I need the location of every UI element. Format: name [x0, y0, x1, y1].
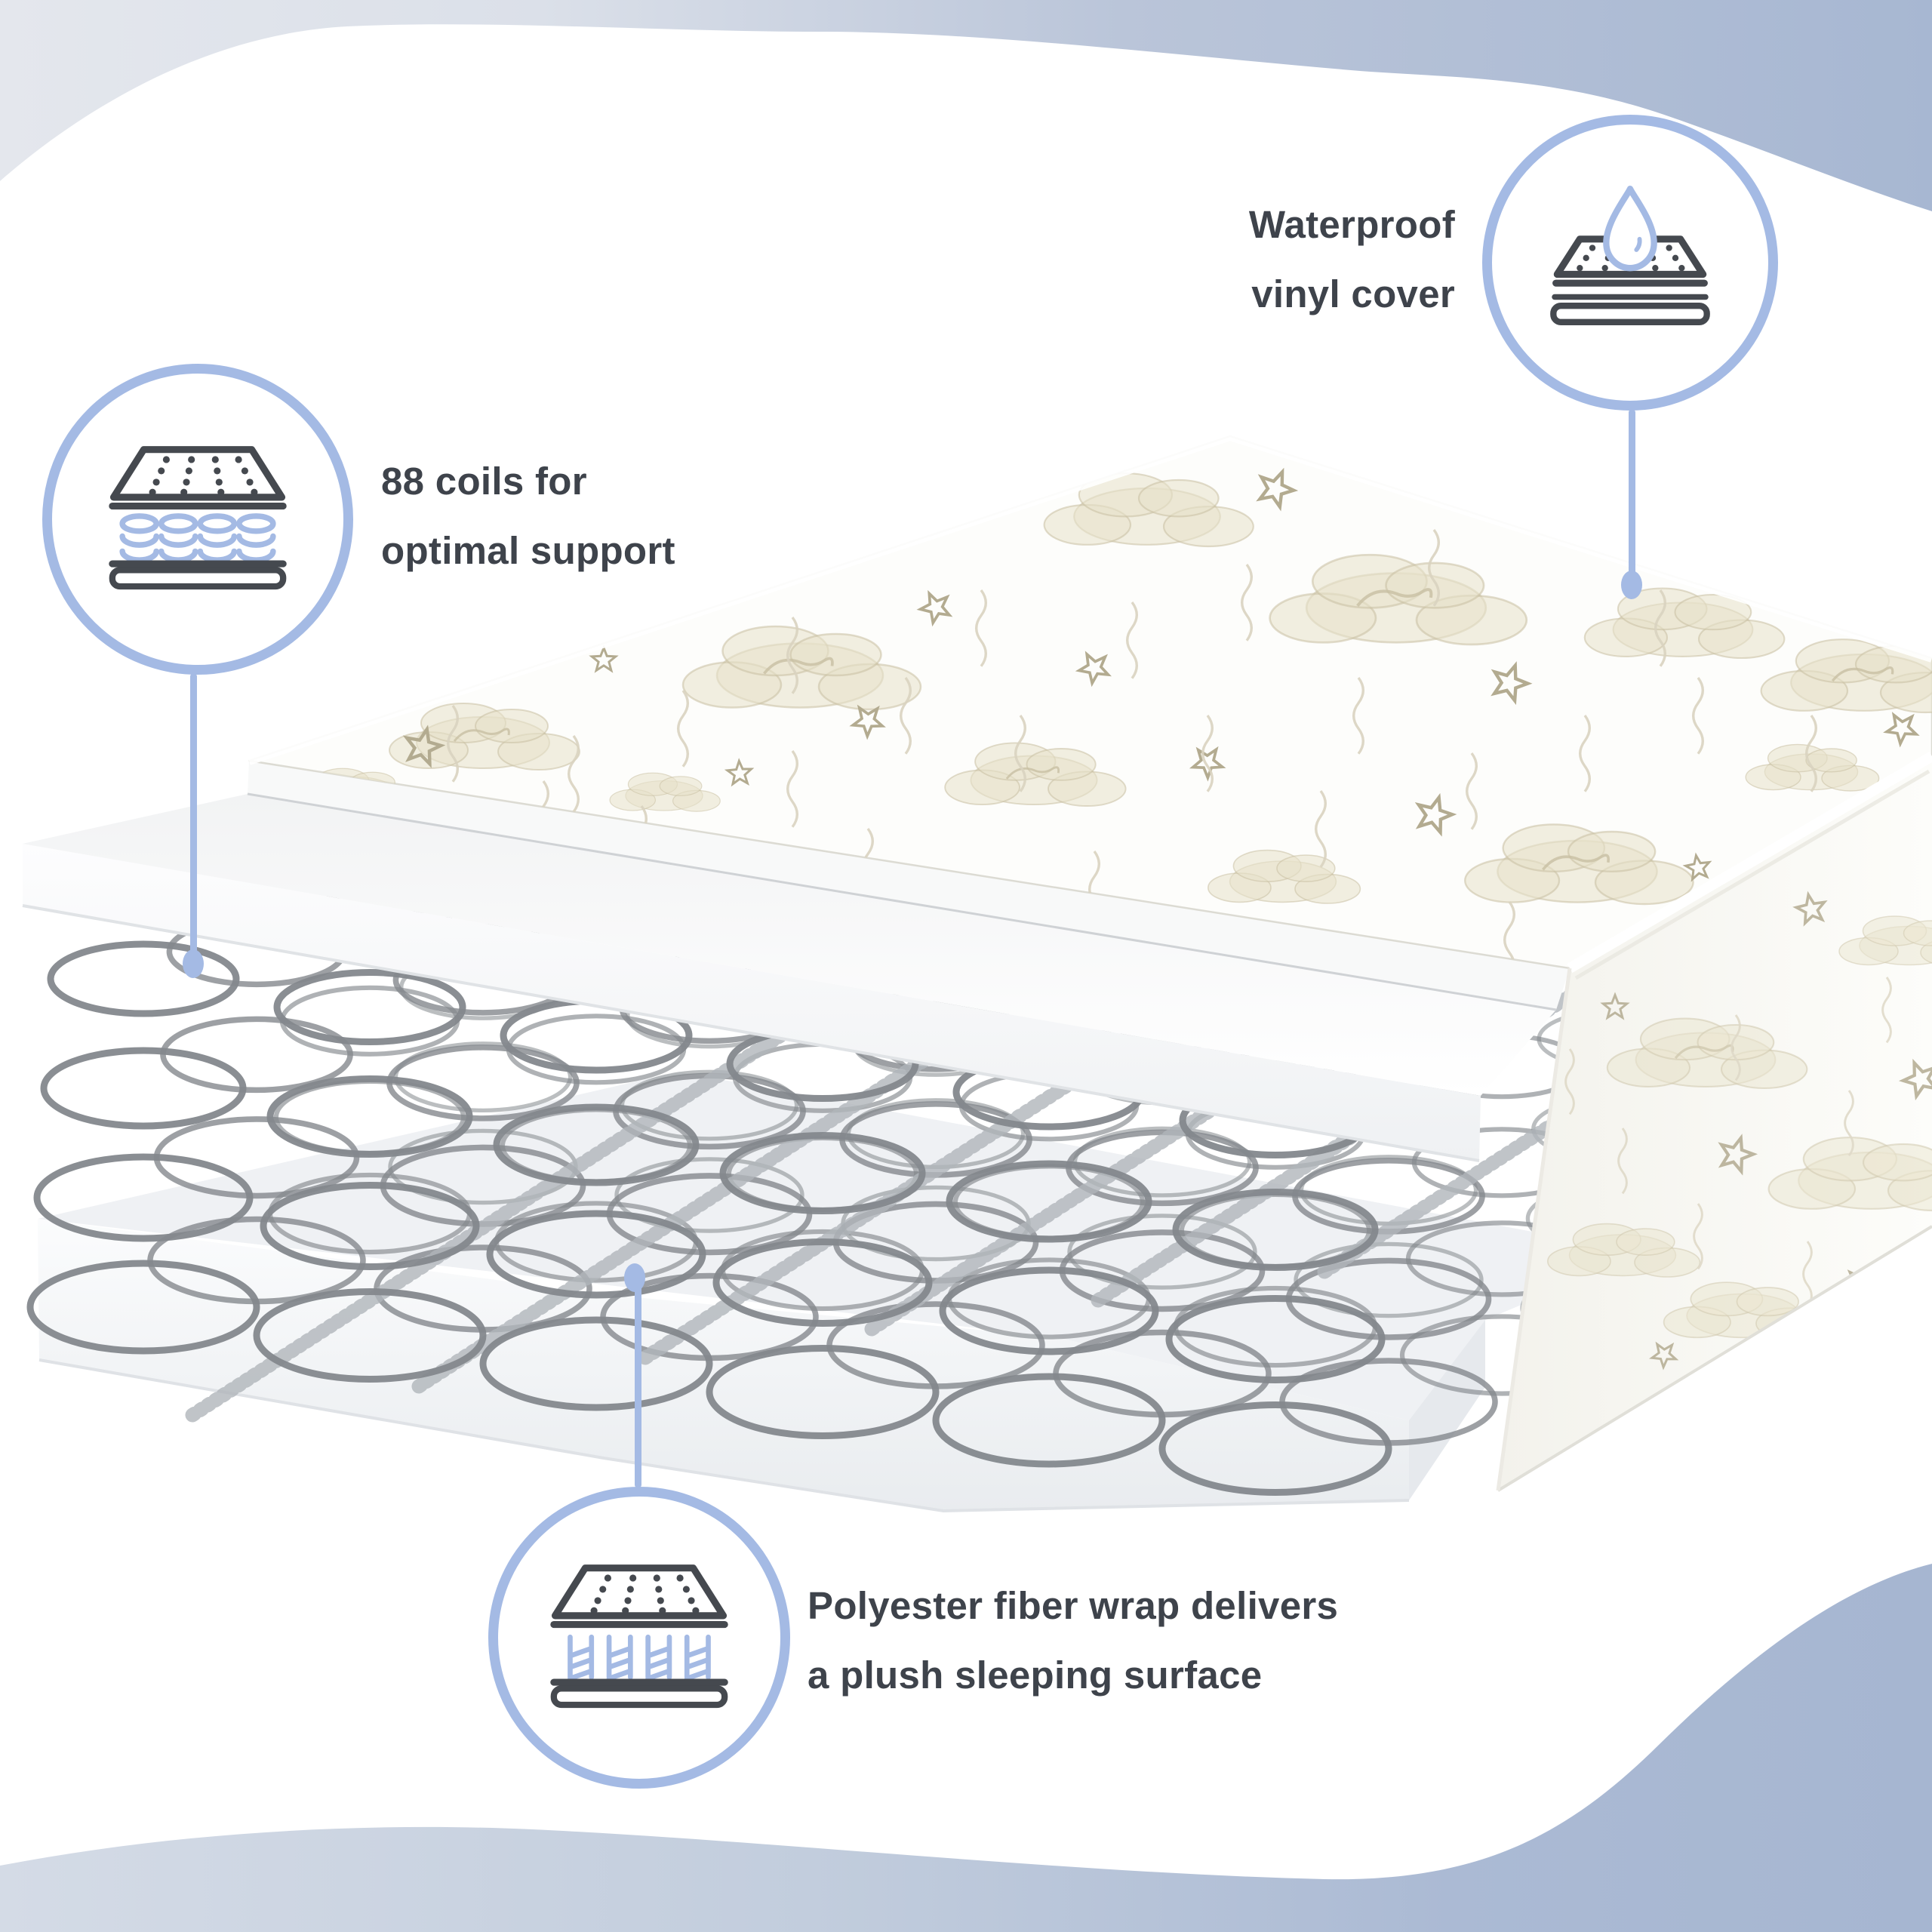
top-slab-front-face	[23, 844, 1481, 1161]
waterproof-line-2: vinyl cover	[1251, 272, 1455, 315]
fiber-line-1: Polyester fiber wrap delivers	[808, 1584, 1339, 1627]
callout-text-fiber: Polyester fiber wrap delivers a plush sl…	[808, 1571, 1338, 1710]
leader-dot-fiber	[624, 1263, 645, 1292]
coils-line-1: 88 coils for	[381, 460, 587, 503]
waterproof-droplet-mattress-icon	[1550, 185, 1710, 325]
callout-text-coils: 88 coils for optimal support	[381, 447, 675, 586]
water-droplet	[1603, 185, 1657, 271]
top-slab-bottom-edge	[22, 904, 1480, 1162]
top-edge-piping	[248, 431, 1932, 765]
fold-edge-shadow	[1574, 769, 1930, 980]
top-wave	[0, 0, 1932, 211]
bottom-wave	[0, 1564, 1932, 1932]
panel-left-edge	[1496, 968, 1572, 1491]
mattress-top-pattern-face	[248, 431, 1932, 970]
waterproof-line-1: Waterproof	[1248, 203, 1455, 246]
cloud-print-pattern	[296, 467, 1932, 968]
quilt-cut-edge-shadow	[247, 792, 1557, 1011]
callout-text-waterproof: Waterproof vinyl cover	[1249, 190, 1455, 329]
callout-circle-waterproof	[1482, 115, 1778, 411]
side-panel-cloud-pattern	[1546, 891, 1932, 1371]
bottom-board-end-face	[1409, 1320, 1485, 1500]
droplet-highlight	[1634, 236, 1642, 252]
innerspring-coils-mattress-icon	[109, 446, 287, 590]
tufting-dots	[590, 1574, 700, 1614]
top-slab-top-face	[23, 794, 1556, 1096]
mattress-illustration	[22, 431, 1932, 1513]
fold-edge-piping	[1567, 751, 1932, 974]
fiber-wrap-symbols	[568, 1634, 711, 1681]
leader-line-fiber	[635, 1283, 641, 1488]
quilt-cut-edge	[248, 761, 1570, 1010]
callout-circle-coils	[42, 364, 353, 675]
coils-line-2: optimal support	[381, 529, 675, 572]
leader-dot-coils	[183, 949, 204, 978]
leader-line-waterproof	[1629, 409, 1635, 580]
fiber-line-2: a plush sleeping surface	[808, 1654, 1263, 1697]
callout-circle-fiber	[488, 1487, 790, 1789]
polyester-fiber-mattress-icon	[550, 1564, 728, 1709]
panel-bottom-edge	[1497, 1225, 1932, 1492]
tufting-dots	[149, 456, 258, 496]
coil-symbols	[119, 513, 276, 563]
leader-dot-waterproof	[1621, 571, 1642, 599]
mattress-side-panel	[1496, 751, 1932, 1492]
bottom-board-bottom-edge	[38, 1358, 1410, 1513]
bottom-board-top-face	[38, 1072, 1645, 1420]
leader-line-coils	[190, 673, 197, 954]
